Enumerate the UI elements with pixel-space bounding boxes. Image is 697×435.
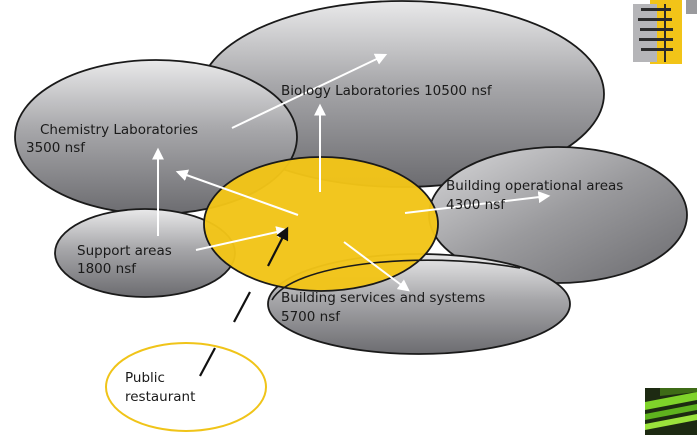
services-name: Building services and systems — [281, 290, 486, 306]
operational-size: 4300 nsf — [446, 197, 505, 213]
biology-name: Biology Laboratories — [281, 83, 420, 99]
support-size: 1800 nsf — [77, 261, 136, 277]
arrow-to-services — [343, 241, 410, 292]
arrow-restaurant-hub — [267, 226, 289, 267]
restaurant-line2: restaurant — [125, 389, 196, 405]
arrow-to-operational — [404, 191, 551, 214]
chemistry-name: Chemistry Laboratories — [40, 122, 198, 138]
green-model-thumbnail-icon — [645, 388, 697, 435]
dash-segment-1 — [233, 291, 251, 323]
operational-name: Building operational areas — [446, 178, 624, 194]
services-size: 5700 nsf — [281, 309, 340, 325]
chemistry-size: 3500 nsf — [26, 140, 85, 156]
arrow-from-support — [195, 226, 289, 251]
services-overlap-outline — [271, 259, 521, 301]
biology-label: Biology Laboratories 10500 nsf — [281, 82, 492, 100]
restaurant-line1: Public — [125, 370, 165, 386]
support-name: Support areas — [77, 243, 172, 259]
biology-size: 10500 nsf — [424, 83, 492, 99]
arrow-to-upper-left — [175, 169, 299, 216]
ladder-diagram-thumbnail-icon — [633, 0, 697, 64]
dash-segment-2 — [199, 347, 216, 377]
arrow-to-biology — [231, 53, 388, 129]
restaurant-bubble — [105, 342, 267, 432]
